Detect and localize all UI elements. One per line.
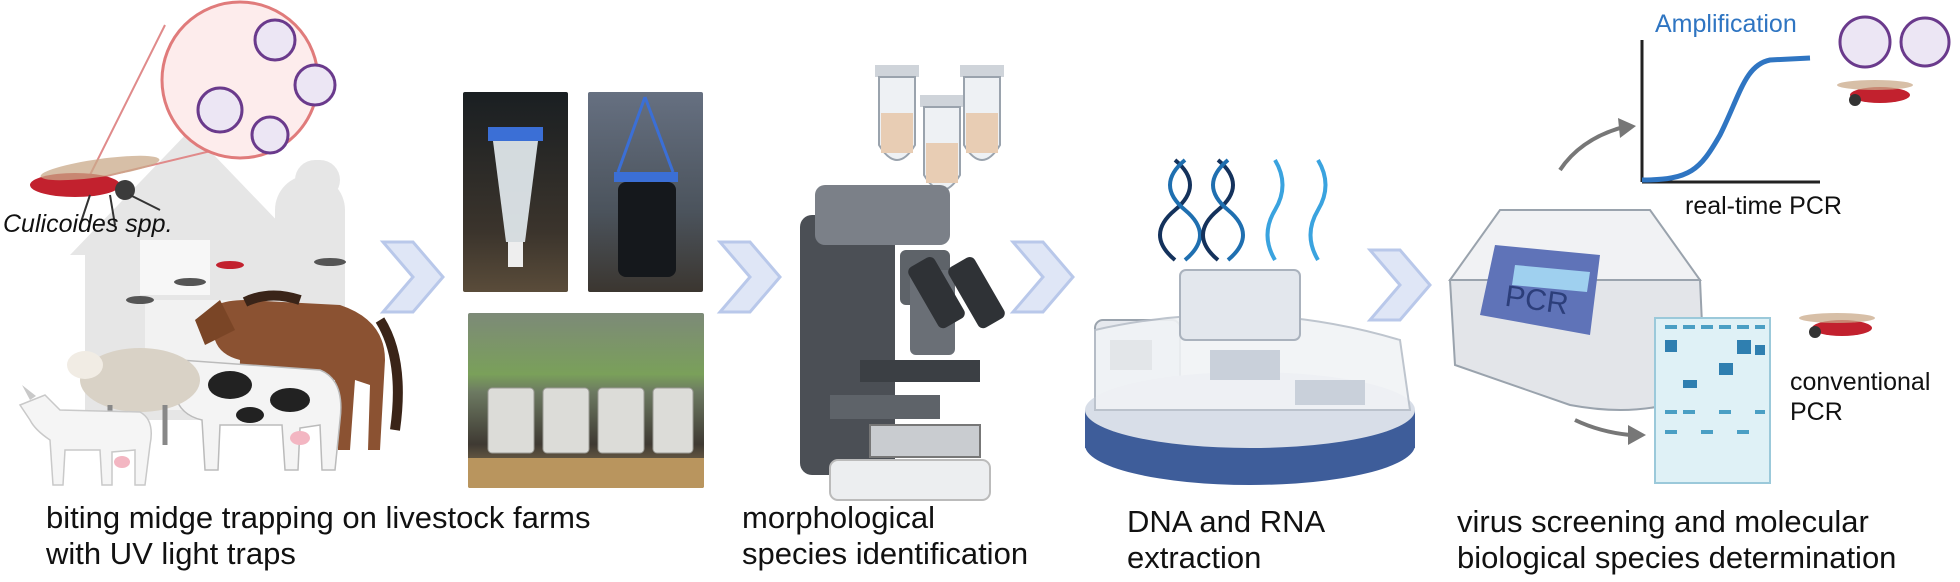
caption-step3-line2: extraction	[1127, 540, 1262, 575]
conventional-pcr-label-line2: PCR	[1790, 398, 1843, 426]
caption-step2-line1: morphological	[742, 500, 935, 535]
branch-arrow-down	[1574, 418, 1646, 445]
midge-conventional	[1799, 313, 1875, 338]
extraction-machine	[1085, 269, 1415, 485]
pcr-thermocycler	[1448, 209, 1707, 411]
conventional-pcr-label-line1: conventional	[1790, 368, 1931, 396]
realtime-pcr-label: real-time PCR	[1685, 192, 1842, 220]
caption-step2-line2: species identification	[742, 536, 1029, 571]
process-arrow-3	[1009, 240, 1075, 314]
virus-particles	[1838, 15, 1951, 69]
virus-zoom-bubble	[89, 0, 337, 181]
species-label: Culicoides spp.	[3, 210, 173, 238]
process-arrow-4	[1366, 248, 1432, 322]
process-arrow-1	[379, 240, 445, 314]
midge-realtime	[1837, 80, 1913, 106]
amplification-label: Amplification	[1655, 10, 1797, 38]
midge-large	[30, 155, 161, 226]
goat	[18, 385, 152, 486]
process-arrow-2	[716, 240, 782, 314]
caption-step1-line1: biting midge trapping on livestock farms	[46, 500, 591, 535]
caption-step4-line1: virus screening and molecular	[1457, 504, 1869, 539]
caption-step4-line2: biological species determination	[1457, 540, 1897, 575]
sample-jars-photo	[468, 313, 704, 488]
caption-step1-line2: with UV light traps	[46, 536, 296, 571]
microscope	[800, 185, 1005, 501]
trap-photo-1	[463, 92, 568, 292]
jars-icon	[468, 387, 704, 488]
dna-rna-strands	[1158, 158, 1328, 262]
electrophoresis-gel	[1654, 317, 1771, 484]
hanging-trap-icon	[614, 96, 678, 277]
amplification-plot	[1640, 40, 1820, 184]
sample-tubes	[875, 65, 1004, 191]
caption-step3-line1: DNA and RNA	[1127, 504, 1326, 539]
midge-small	[126, 258, 346, 304]
branch-arrow-up	[1558, 118, 1636, 172]
light-trap-icon	[488, 127, 543, 267]
trap-photo-2	[588, 92, 703, 292]
